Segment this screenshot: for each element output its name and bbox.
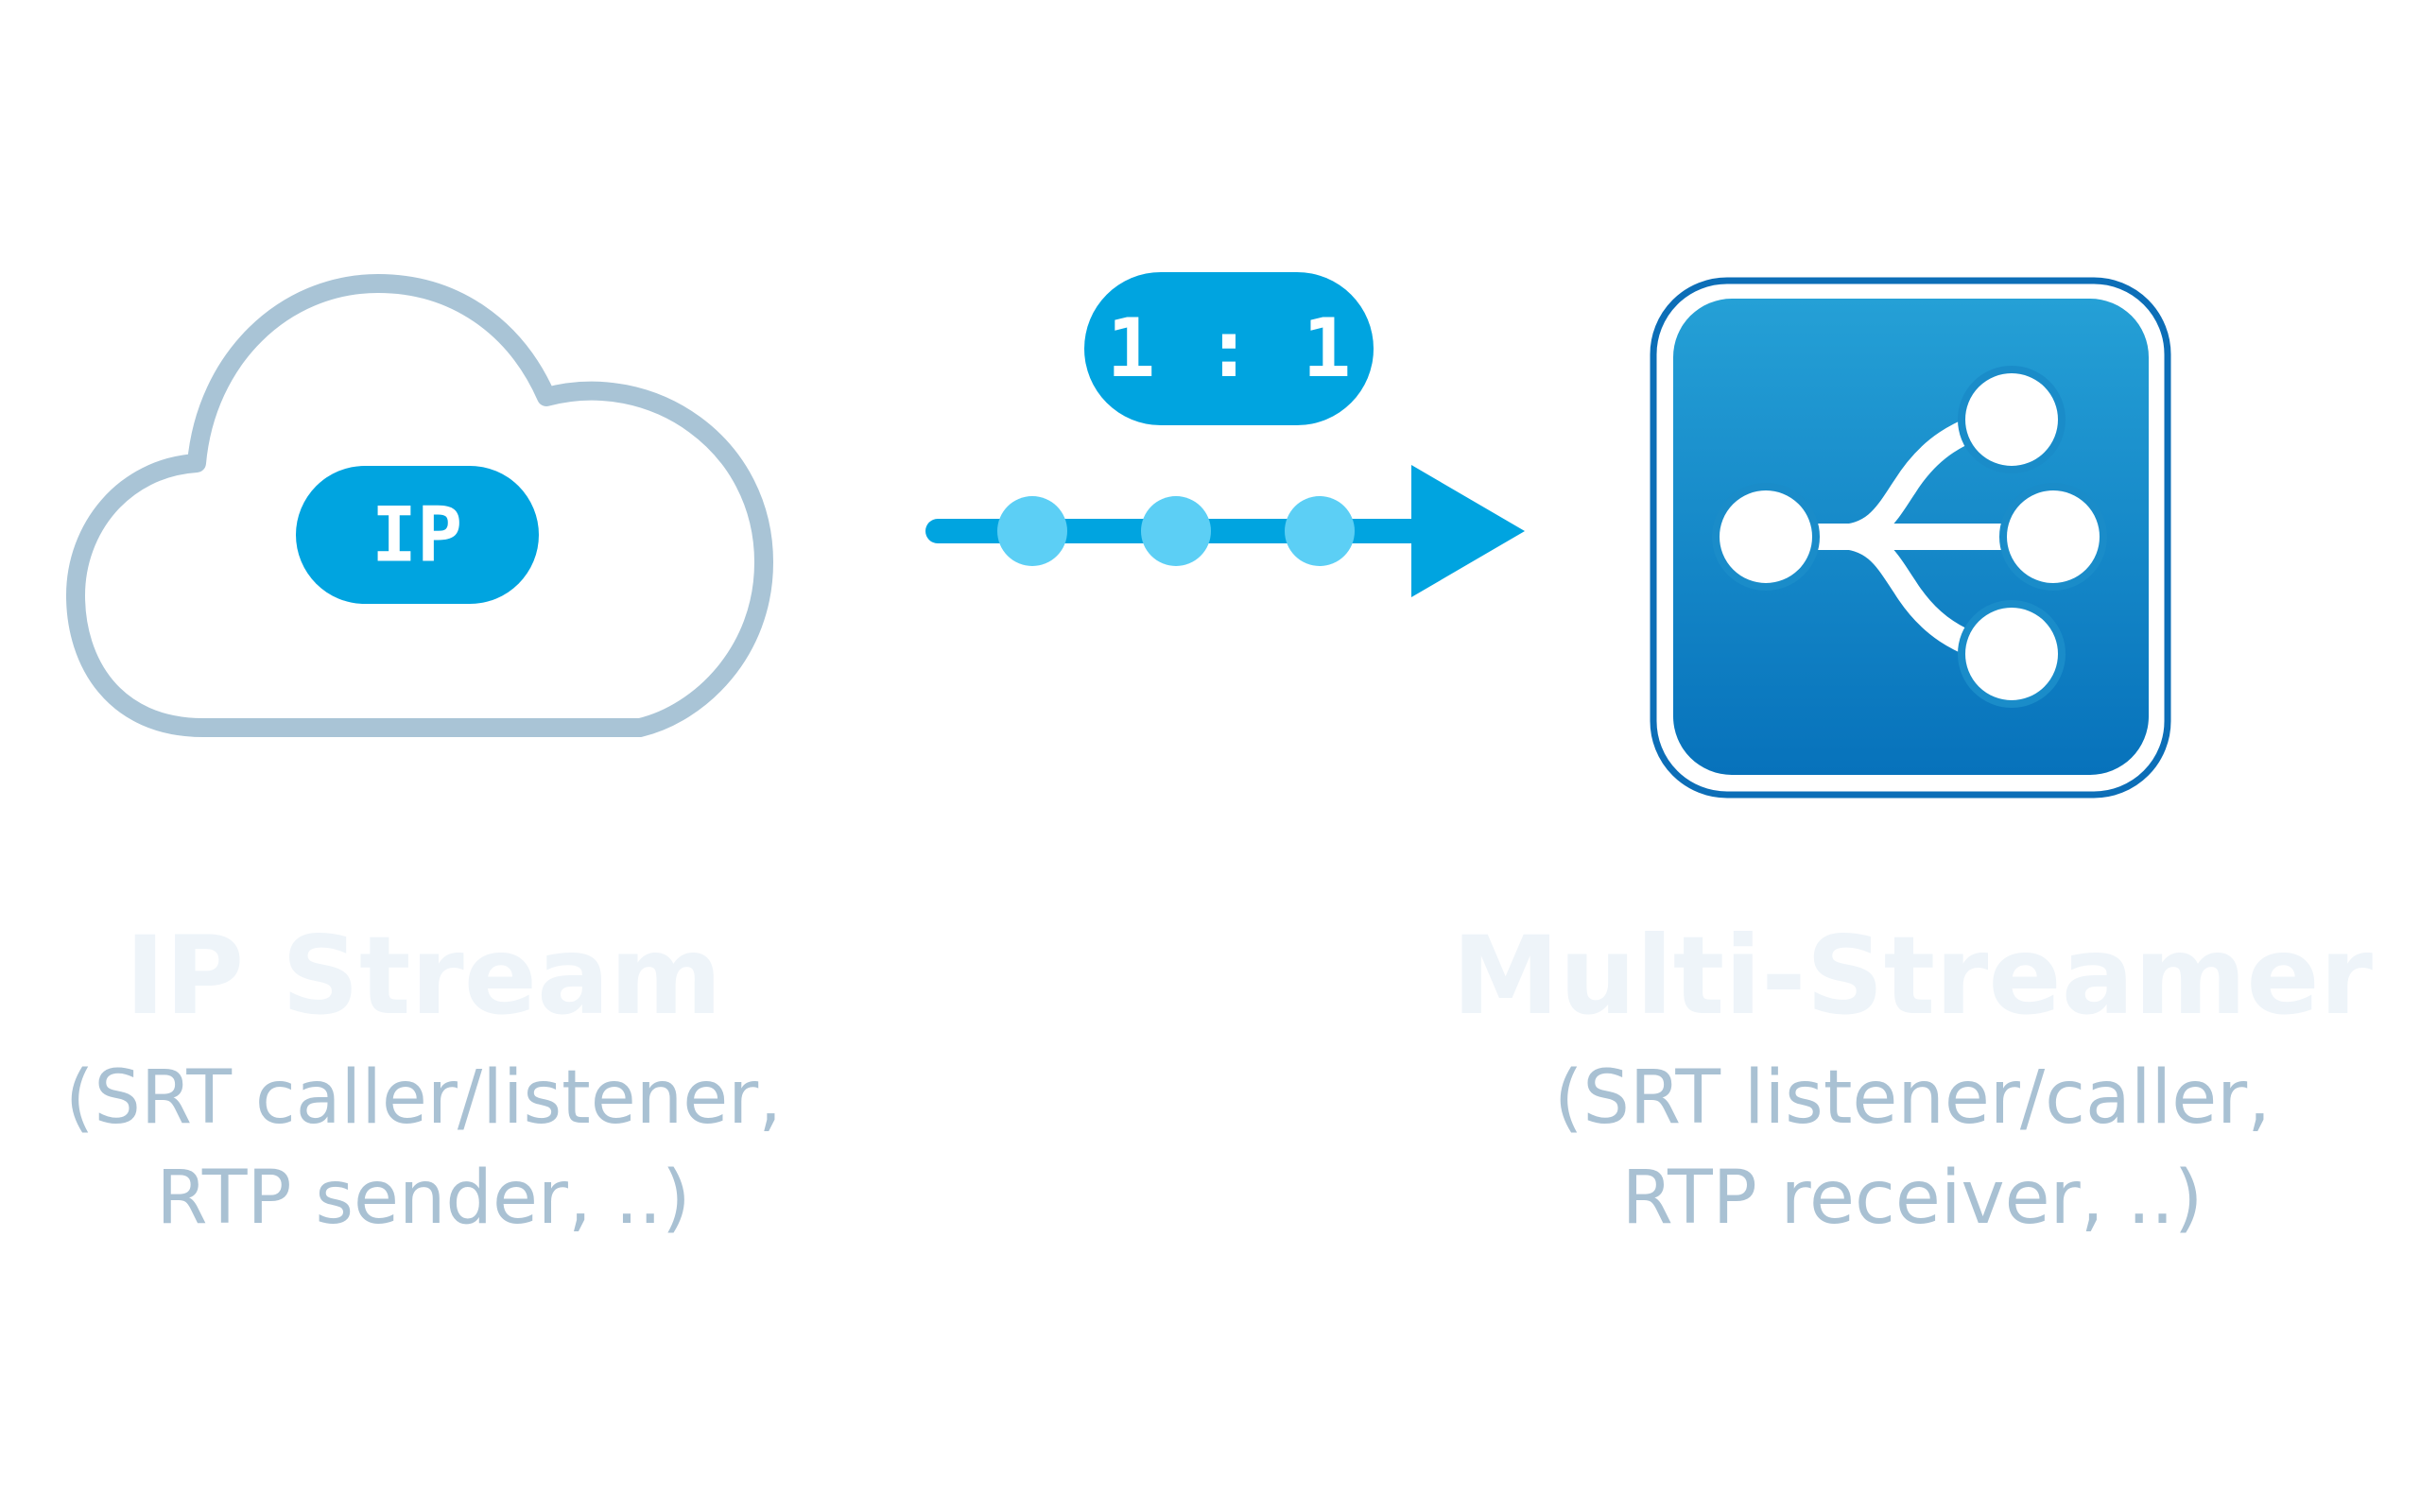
ip-stream-caption-line-2: RTP sender, ..) <box>156 1156 690 1241</box>
stream-packet-dot <box>1141 496 1211 566</box>
ip-stream-title: IP Stream <box>125 913 722 1039</box>
output-node-dot <box>1999 483 2107 591</box>
ip-stream-node: IP <box>66 274 773 737</box>
ip-badge-label: IP <box>372 491 462 579</box>
multi-streamer-caption-line-2: RTP receiver, ..) <box>1622 1156 2204 1241</box>
multi-streamer-labels: Multi-Streamer (SRT listener/caller, RTP… <box>1452 913 2373 1241</box>
ratio-badge: 1 : 1 <box>1084 272 1374 425</box>
multi-streamer-title: Multi-Streamer <box>1452 913 2373 1039</box>
arrow-right-icon <box>925 465 1525 597</box>
output-node-dot <box>1958 600 2066 708</box>
cloud-icon <box>66 274 773 737</box>
ip-badge: IP <box>296 466 539 604</box>
multi-streamer-node <box>1650 277 2171 799</box>
ratio-badge-pill <box>1084 272 1374 425</box>
link: 1 : 1 <box>925 272 1525 597</box>
ratio-badge-label: 1 : 1 <box>1107 301 1352 396</box>
stream-packet-dot <box>1285 496 1355 566</box>
input-node-dot <box>1712 483 1820 591</box>
stream-packet-dot <box>997 496 1067 566</box>
output-node-dot <box>1958 366 2066 473</box>
ip-badge-pill <box>296 466 539 604</box>
split-stream-icon <box>1712 366 2107 708</box>
ip-stream-labels: IP Stream (SRT caller/listener, RTP send… <box>65 913 782 1241</box>
arrow-head <box>1411 465 1525 597</box>
multi-streamer-caption-line-1: (SRT listener/caller, <box>1554 1056 2271 1141</box>
ip-stream-caption-line-1: (SRT caller/listener, <box>65 1056 782 1141</box>
